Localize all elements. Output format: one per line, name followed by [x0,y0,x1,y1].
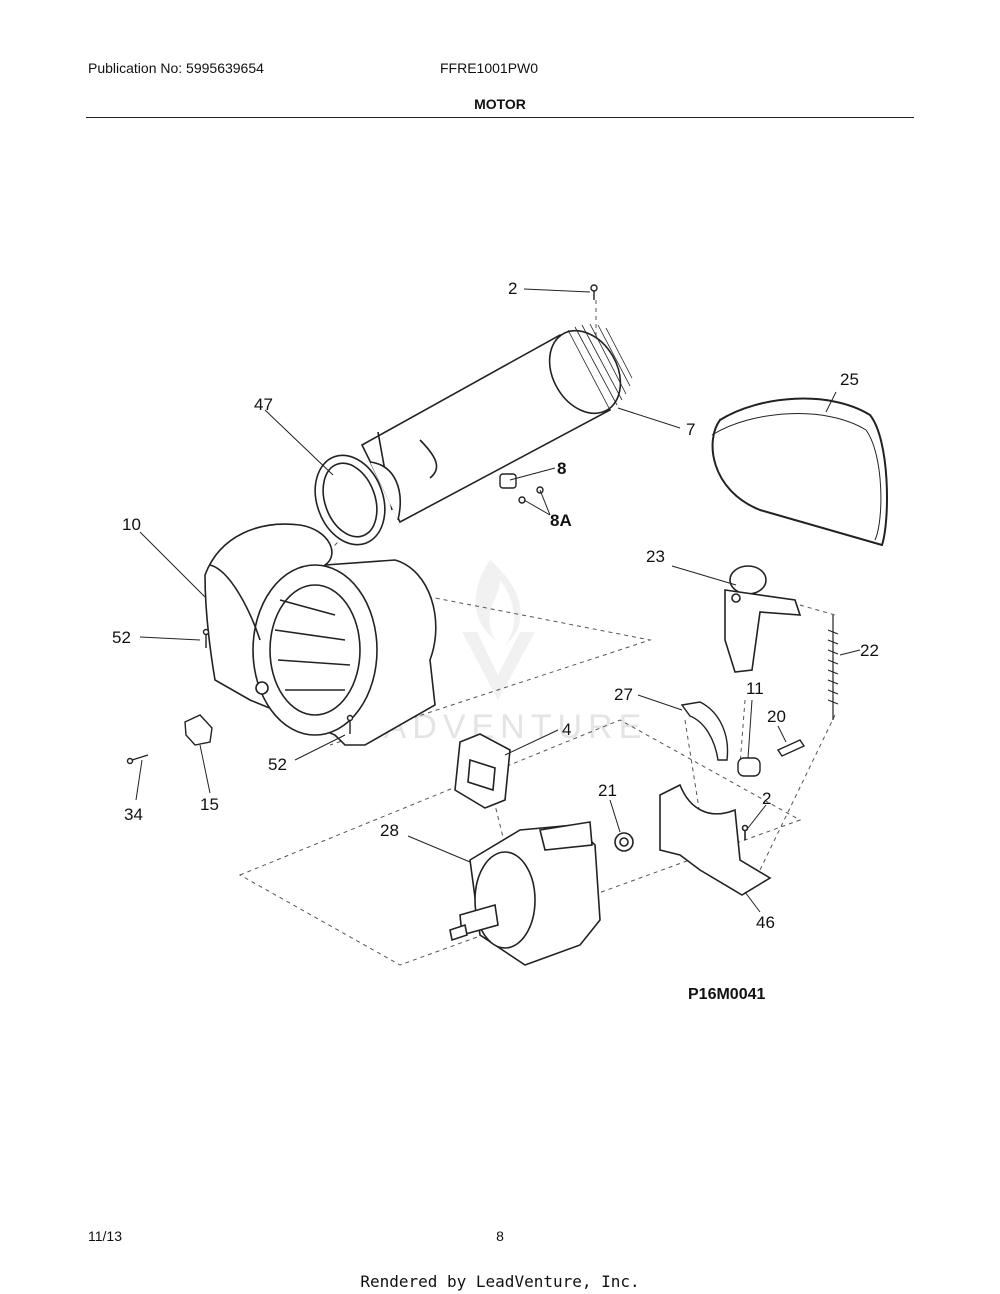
callout-15: 15 [200,795,219,814]
page-number: 8 [496,1228,504,1244]
callout-52-bottom: 52 [268,755,287,774]
callout-20: 20 [767,707,786,726]
watermark-logo [462,560,535,700]
model-number: FFRE1001PW0 [440,60,539,76]
section-title: MOTOR [474,96,526,112]
callout-27: 27 [614,685,633,704]
motor-bracket-part-46 [659,783,772,896]
callout-28: 28 [380,821,399,840]
callout-11: 11 [746,679,764,698]
callout-52-left: 52 [112,628,131,647]
tension-spring-part-22 [827,615,839,720]
callout-leader-lines [135,288,861,913]
callout-25: 25 [840,370,859,389]
pulley-part-11 [737,757,761,777]
callout-8a: 8A [550,511,572,530]
switch-part-15 [184,714,213,746]
header-rule [86,117,914,118]
callout-4: 4 [562,720,571,739]
screws-part-52 [202,628,354,734]
mount-part-4 [454,733,511,809]
callout-7: 7 [686,420,695,439]
callout-46: 46 [756,913,775,932]
drive-motor-part-28 [449,821,601,966]
callout-2-top: 2 [508,279,517,298]
publication-number: Publication No: 5995639654 [88,60,264,76]
callout-10: 10 [122,515,141,534]
thermostat-part-8 [499,473,544,504]
rendered-by-credit: Rendered by LeadVenture, Inc. [360,1272,640,1291]
callout-47: 47 [254,395,273,414]
publication-date: 11/13 [88,1228,122,1244]
blower-duct-part-7 [360,323,633,524]
drive-belt-part-25 [711,397,888,547]
blower-housing-part-10 [204,523,437,746]
figure-code: P16M0041 [688,986,766,1003]
screw-part-34 [126,754,149,765]
callout-22: 22 [860,641,879,660]
callout-34: 34 [124,805,143,824]
idler-arm-part-23 [724,565,802,673]
callout-23: 23 [646,547,665,566]
callout-8: 8 [557,459,566,478]
screw-part-2-top [590,284,598,300]
callout-2-bracket: 2 [762,789,771,808]
duct-ring-part-47 [314,454,401,546]
bracket-part-27 [680,701,729,761]
bolt-part-20 [776,739,806,757]
callout-21: 21 [598,781,617,800]
clip-part-21 [614,832,634,852]
